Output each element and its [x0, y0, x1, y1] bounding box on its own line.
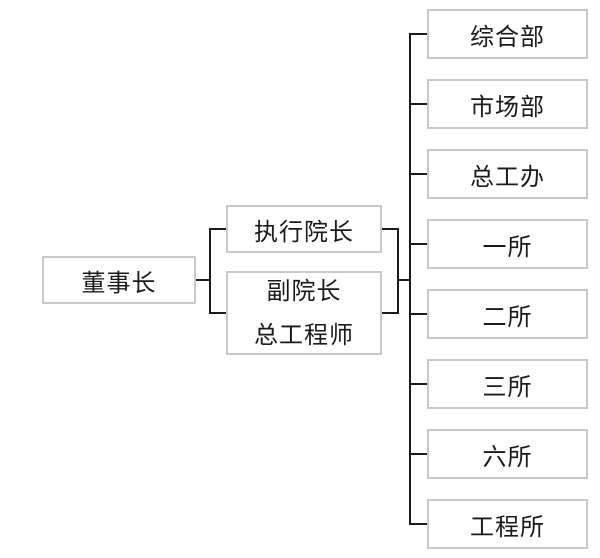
- connector-line: [382, 312, 398, 314]
- connector-line: [409, 383, 427, 385]
- chief-engineer-label: 总工程师: [254, 321, 354, 349]
- connector-line: [409, 243, 427, 245]
- department-node: 一所: [427, 219, 588, 269]
- department-node: 二所: [427, 289, 588, 339]
- connector-line: [397, 228, 399, 314]
- executive-dean-node: 执行院长: [226, 205, 382, 253]
- department-label: 一所: [482, 232, 533, 261]
- department-node: 总工办: [427, 149, 588, 199]
- department-node: 六所: [427, 429, 588, 479]
- department-node: 三所: [427, 359, 588, 409]
- connector-line: [409, 173, 427, 175]
- department-label: 六所: [482, 442, 533, 471]
- connector-line: [409, 103, 427, 105]
- vice-dean-label: 副院长: [266, 277, 342, 305]
- connector-line: [209, 312, 226, 314]
- connector-line: [196, 279, 210, 281]
- department-label: 三所: [482, 372, 533, 401]
- chairman-node: 董事长: [42, 256, 196, 304]
- connector-line: [382, 228, 398, 230]
- department-label: 二所: [482, 302, 533, 331]
- chairman-label: 董事长: [81, 268, 157, 297]
- connector-line: [409, 313, 427, 315]
- department-label: 总工办: [470, 162, 545, 191]
- department-trunk-line: [409, 33, 411, 525]
- department-label: 工程所: [470, 512, 545, 541]
- connector-line: [209, 228, 211, 314]
- connector-line: [397, 279, 411, 281]
- executive-dean-label: 执行院长: [254, 217, 354, 246]
- vice-dean-chief-engineer-node: 副院长 总工程师: [226, 271, 382, 355]
- connector-line: [409, 523, 427, 525]
- connector-line: [209, 228, 226, 230]
- department-node: 市场部: [427, 79, 588, 129]
- department-node: 工程所: [427, 499, 588, 549]
- department-node: 综合部: [427, 9, 588, 59]
- connector-line: [409, 453, 427, 455]
- connector-line: [409, 33, 427, 35]
- department-label: 市场部: [470, 92, 545, 121]
- department-label: 综合部: [470, 22, 545, 51]
